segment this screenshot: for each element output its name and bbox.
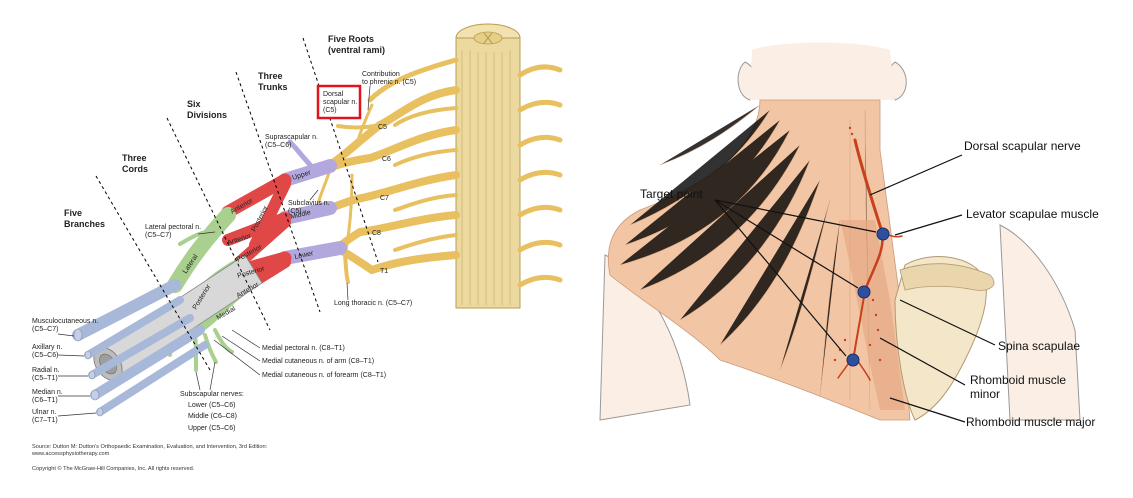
root-label-t1: T1 (380, 268, 388, 275)
label-rhomboid-major: Rhomboid muscle major (966, 415, 1095, 429)
header-ventral-rami: (ventral rami) (328, 45, 385, 55)
header-six-divisions-2: Divisions (187, 110, 227, 120)
phrenic-line1: Contribution (362, 71, 400, 78)
medial-pectoral-label: Medial pectoral n. (C8–T1) (262, 345, 345, 352)
medial-cutaneous-arm-label: Medial cutaneous n. of arm (C8–T1) (262, 358, 374, 365)
lateral-pectoral-line1: Lateral pectoral n. (145, 224, 201, 231)
trunk-label-middle: Middle (290, 209, 312, 221)
label-dorsal-scapular-nerve: Dorsal scapular nerve (964, 139, 1081, 153)
source-line1: Source: Dutton M: Dutton's Orthopaedic E… (32, 444, 268, 450)
source-footer: Source: Dutton M: Dutton's Orthopaedic E… (31, 444, 268, 472)
subscapular-upper: Upper (C5–C6) (188, 425, 235, 432)
target-point-1 (876, 227, 890, 241)
subscapular-middle: Middle (C6–C8) (188, 413, 237, 420)
header-five-roots: Five Roots (328, 34, 374, 44)
root-labels: C5 C6 C7 C8 T1 (372, 124, 391, 275)
source-line2: www.accessphysiotherapy.com (31, 451, 110, 457)
branch-ulnar-roots: (C7–T1) (32, 417, 58, 424)
trunk-label-lower: Lower (294, 250, 315, 261)
branch-radial-name: Radial n. (32, 367, 60, 374)
scapula (894, 256, 987, 421)
header-six-divisions-1: Six (187, 99, 201, 109)
section-headers: Five Roots (ventral rami) Three Trunks S… (64, 34, 385, 229)
header-three-trunks-1: Three (258, 71, 283, 81)
target-points (846, 227, 890, 367)
header-five-branches-2: Branches (64, 219, 105, 229)
label-target-point: Target point (640, 187, 703, 201)
copyright-line: Copyright © The McGraw-Hill Companies, I… (32, 465, 195, 472)
branch-median-name: Median n. (32, 389, 63, 396)
dorsal-scapular-callout: Dorsal scapular n. (C5) (316, 84, 362, 120)
suprascapular-line1: Suprascapular n. (265, 134, 318, 141)
dorsal-scapular-highlight-box (316, 84, 362, 120)
branches (72, 279, 209, 416)
root-label-c6: C6 (382, 156, 391, 163)
suprascapular-line2: (C5–C6) (265, 142, 291, 149)
branch-ulnar-name: Ulnar n. (32, 409, 57, 416)
leader-lines (714, 154, 996, 423)
section-guides (95, 37, 379, 371)
label-levator-scapulae: Levator scapulae muscle (966, 207, 1099, 221)
branch-axillary-name: Axillary n. (32, 344, 62, 351)
branch-radial-roots: (C5–T1) (32, 375, 58, 382)
spinal-cord (455, 23, 563, 309)
long-thoracic-label: Long thoracic n. (C5–C7) (334, 300, 412, 307)
root-label-c8: C8 (372, 230, 381, 237)
brachial-plexus-diagram: Five Roots (ventral rami) Three Trunks S… (31, 23, 563, 472)
trunks (278, 139, 347, 265)
header-five-branches-1: Five (64, 208, 82, 218)
subclavius-line2: (C5) (288, 208, 302, 215)
roots (316, 57, 460, 284)
dorsal-scapular-line3: (C5) (323, 107, 337, 114)
right-labels: Target point Dorsal scapular nerve Levat… (640, 139, 1099, 429)
dorsal-scapular-line2: scapular n. (323, 99, 357, 106)
branch-musculocutaneous-name: Musculocutaneous n. (32, 318, 98, 325)
branch-labels: Musculocutaneous n. (C5–C7) Axillary n. … (32, 318, 98, 424)
label-rhomboid-minor-1: Rhomboid muscle (970, 373, 1066, 387)
label-rhomboid-minor-2: minor (970, 387, 1000, 401)
target-point-3 (846, 353, 860, 367)
header-three-trunks-2: Trunks (258, 82, 288, 92)
root-label-c7: C7 (380, 195, 389, 202)
subclavius-line1: Subclavius n. (288, 200, 330, 207)
header-three-cords-2: Cords (122, 164, 148, 174)
back-anatomy-illustration: Target point Dorsal scapular nerve Levat… (599, 42, 1099, 429)
medial-cutaneous-forearm-label: Medial cutaneous n. of forearm (C8–T1) (262, 372, 386, 379)
root-label-c5: C5 (378, 124, 387, 131)
subscapular-title: Subscapular nerves: (180, 391, 244, 398)
branch-musculocutaneous-roots: (C5–C7) (32, 326, 58, 333)
target-point-2 (857, 285, 871, 299)
nerve-labels: Contribution to phrenic n. (C5) Suprasca… (145, 71, 416, 432)
label-spina-scapulae: Spina scapulae (998, 339, 1080, 353)
header-three-cords-1: Three (122, 153, 147, 163)
dorsal-scapular-line1: Dorsal (323, 91, 344, 98)
branch-axillary-roots: (C5–C6) (32, 352, 58, 359)
lateral-pectoral-line2: (C5–C7) (145, 232, 171, 239)
phrenic-line2: to phrenic n. (C5) (362, 79, 416, 86)
branch-median-roots: (C6–T1) (32, 397, 58, 404)
subscapular-lower: Lower (C5–C6) (188, 402, 235, 409)
